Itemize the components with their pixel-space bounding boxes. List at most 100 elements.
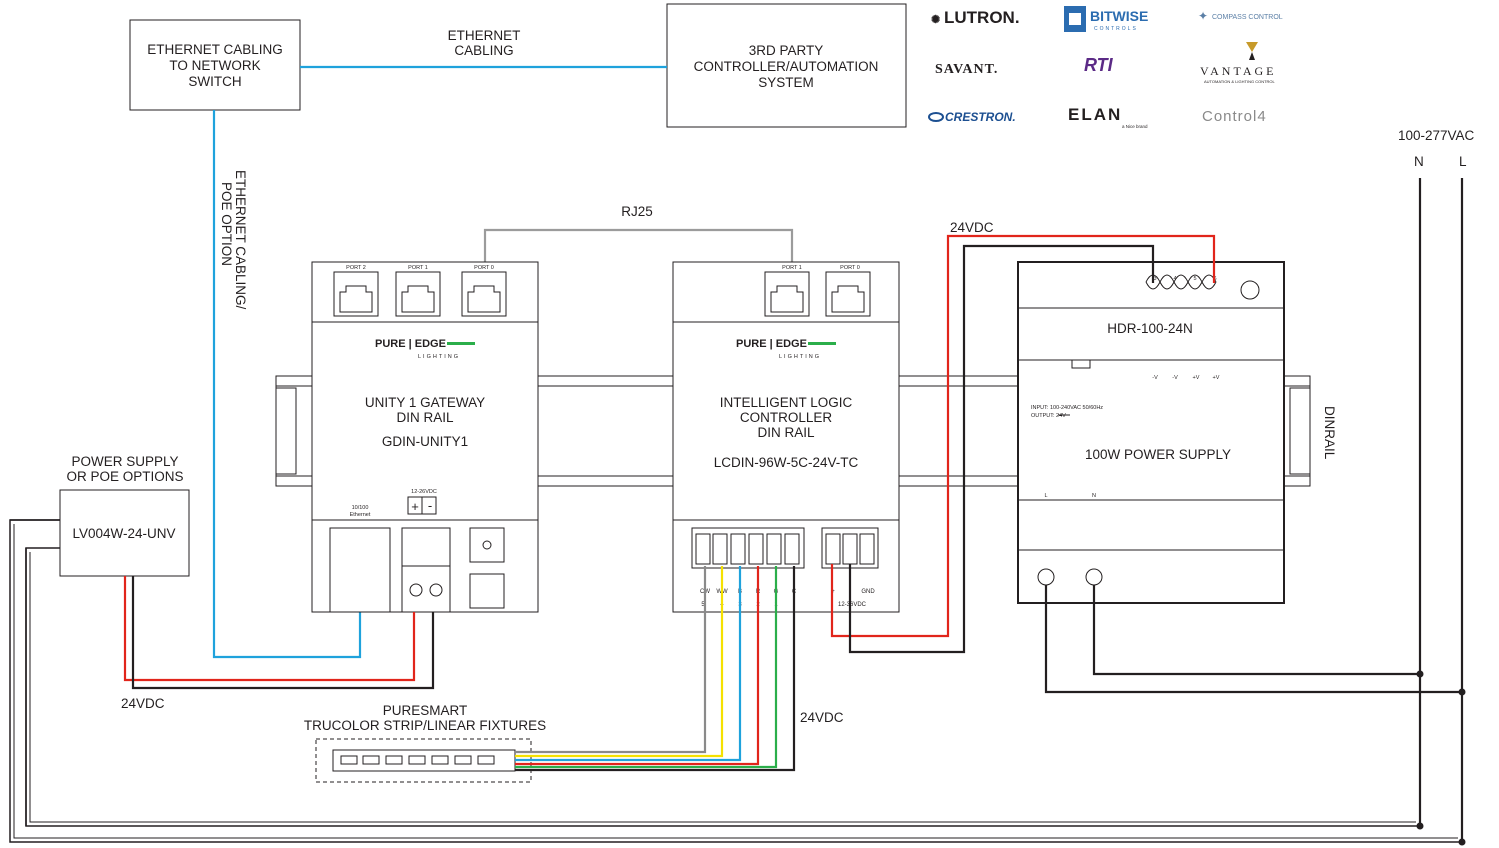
rti-logo: RTI bbox=[1084, 55, 1114, 75]
svg-text:-V: -V bbox=[1172, 375, 1178, 381]
elan-subtext: a Nice brand bbox=[1122, 124, 1148, 129]
vantage-logo: VANTAGE AUTOMATION & LIGHTING CONTROL bbox=[1200, 42, 1276, 84]
bitwise-subtext: CONTROLS bbox=[1094, 26, 1138, 32]
led-strip bbox=[332, 749, 516, 772]
gateway-ethernet-jack[interactable] bbox=[329, 527, 391, 613]
svg-text:+V: +V bbox=[1193, 375, 1200, 381]
unity-gateway: PORT 2 PORT 1 PORT 0 PURE | EDGE LIGHTIN… bbox=[311, 261, 539, 613]
controller-brand-sub: LIGHTING bbox=[779, 354, 821, 360]
controller-brand-accent-icon bbox=[808, 342, 836, 345]
network-switch-line-3: SWITCH bbox=[188, 74, 241, 89]
gateway-port-2-label: PORT 2 bbox=[346, 265, 366, 271]
automation-controller-line-2: CONTROLLER/AUTOMATION bbox=[694, 59, 879, 74]
controller-output-terminal[interactable] bbox=[691, 527, 805, 569]
gateway-brand-accent-icon bbox=[447, 342, 475, 345]
control4-logo: Control4 bbox=[1202, 108, 1267, 125]
svg-text:-V: -V bbox=[1152, 375, 1158, 381]
mains-l-label: L bbox=[1459, 154, 1467, 169]
automation-controller-box bbox=[666, 3, 907, 128]
svg-text:N: N bbox=[1092, 493, 1096, 499]
gateway-brand-sub: LIGHTING bbox=[418, 354, 460, 360]
gateway-power-terminal[interactable] bbox=[401, 565, 451, 613]
fixtures-label-1: PURESMART bbox=[383, 703, 468, 718]
controller-power-label: 12-36VDC bbox=[838, 602, 867, 608]
gateway-title-2: DIN RAIL bbox=[396, 410, 454, 425]
led-chips bbox=[340, 755, 495, 765]
network-switch-line-1: ETHERNET CABLING bbox=[147, 42, 283, 57]
mains-n-label: N bbox=[1414, 154, 1424, 169]
gateway-port-2[interactable] bbox=[333, 271, 379, 317]
psu-output-terminal[interactable] bbox=[1145, 280, 1217, 290]
ethernet-poe-label-1: ETHERNET CABLING/ bbox=[233, 170, 248, 310]
controller-brand-logo: PURE | EDGE bbox=[736, 338, 807, 350]
gateway-power-label: 12-26VDC bbox=[411, 489, 437, 495]
psu-positive-wire bbox=[830, 234, 1216, 638]
psu-model: HDR-100-24N bbox=[1107, 321, 1193, 336]
gateway-model: GDIN-UNITY1 bbox=[382, 434, 468, 449]
cw-wire bbox=[515, 566, 707, 754]
lutron-mark-icon: ✺ bbox=[931, 14, 940, 26]
automation-controller-line-1: 3RD PARTY bbox=[749, 43, 824, 58]
ethernet-cabling-label-2: CABLING bbox=[454, 43, 513, 58]
gateway-port-1-label: PORT 1 bbox=[408, 265, 428, 271]
lv004w-model: LV004W-24-UNV bbox=[72, 526, 175, 541]
psu-n-wire bbox=[1092, 585, 1420, 676]
controller-plus-label: + bbox=[831, 589, 835, 595]
controller-gnd-label: GND bbox=[861, 589, 875, 595]
gateway-minus-label: - bbox=[428, 498, 432, 513]
power-option-label-1: POWER SUPPLY bbox=[71, 454, 178, 469]
elan-text: ELAN bbox=[1068, 105, 1122, 124]
controller-port-0[interactable] bbox=[825, 271, 871, 317]
svg-text:3: 3 bbox=[1153, 276, 1156, 282]
gateway-ethernet-label-2: Ethernet bbox=[350, 512, 371, 518]
psu-negative-wire bbox=[848, 244, 1155, 654]
ethernet-poe-label-2: POE OPTION bbox=[219, 182, 234, 266]
compass-control-logo: ✦ COMPASS CONTROL bbox=[1198, 9, 1283, 23]
fixture-outline bbox=[315, 738, 532, 783]
compass-text: COMPASS CONTROL bbox=[1212, 14, 1283, 21]
terminal-5-label: 5 bbox=[701, 602, 705, 608]
network-switch-line-2: TO NETWORK bbox=[169, 58, 260, 73]
gateway-plus-screw-icon bbox=[409, 583, 423, 597]
lutron-logo: ✺ LUTRON. bbox=[931, 8, 1020, 27]
psu-l-wire bbox=[1044, 585, 1462, 694]
rj25-label: RJ25 bbox=[621, 204, 653, 219]
ww-wire bbox=[515, 566, 724, 758]
red-wire bbox=[515, 566, 760, 766]
gateway-port-1[interactable] bbox=[395, 271, 441, 317]
controller-port-1[interactable] bbox=[764, 271, 810, 317]
lv004w-positive-wire bbox=[123, 576, 416, 682]
rj25-cable bbox=[483, 228, 794, 265]
psu-adjust-pot-icon[interactable] bbox=[1240, 280, 1260, 300]
ethernet-cabling-label-1: ETHERNET bbox=[448, 28, 521, 43]
gateway-minus-screw-icon bbox=[429, 583, 443, 597]
dinrail-label: DINRAIL bbox=[1322, 406, 1337, 460]
lutron-text: LUTRON. bbox=[944, 8, 1020, 27]
blue-wire bbox=[515, 566, 742, 762]
svg-text:5: 5 bbox=[1193, 276, 1196, 282]
gateway-button[interactable] bbox=[469, 527, 505, 563]
crestron-swirl-icon bbox=[928, 112, 944, 122]
gateway-port-0[interactable] bbox=[461, 271, 507, 317]
controller-port-0-label: PORT 0 bbox=[840, 265, 860, 271]
vdc-middle-label: 24VDC bbox=[800, 710, 844, 725]
svg-text:4: 4 bbox=[1173, 276, 1176, 282]
bitwise-logo: BITWISE CONTROLS bbox=[1064, 6, 1148, 32]
hdr-power-supply: 3 4 5 6 HDR-100-24N -V -V +V +V INPUT: 1… bbox=[1017, 261, 1285, 604]
power-option-label-2: OR POE OPTIONS bbox=[66, 469, 183, 484]
gateway-brand-logo: PURE | EDGE bbox=[375, 338, 446, 350]
vantage-text: VANTAGE bbox=[1200, 64, 1276, 78]
svg-text:+V: +V bbox=[1213, 375, 1220, 381]
ethernet-poe-label: ETHERNET CABLING/ POE OPTION bbox=[219, 170, 248, 310]
crestron-logo: CRESTRON. bbox=[928, 110, 1016, 124]
bitwise-text: BITWISE bbox=[1090, 8, 1148, 24]
vantage-mark-icon bbox=[1246, 42, 1258, 52]
gateway-plus-label: + bbox=[411, 499, 419, 514]
fixtures-label-2: TRUCOLOR STRIP/LINEAR FIXTURES bbox=[304, 718, 546, 733]
svg-text:L: L bbox=[1044, 493, 1047, 499]
controller-model: LCDIN-96W-5C-24V-TC bbox=[714, 455, 859, 470]
lv004w-negative-wire bbox=[131, 576, 435, 690]
mains-voltage-label: 100-277VAC bbox=[1398, 128, 1475, 143]
logic-controller: PORT 1 PORT 0 PURE | EDGE LIGHTING INTEL… bbox=[672, 261, 900, 613]
